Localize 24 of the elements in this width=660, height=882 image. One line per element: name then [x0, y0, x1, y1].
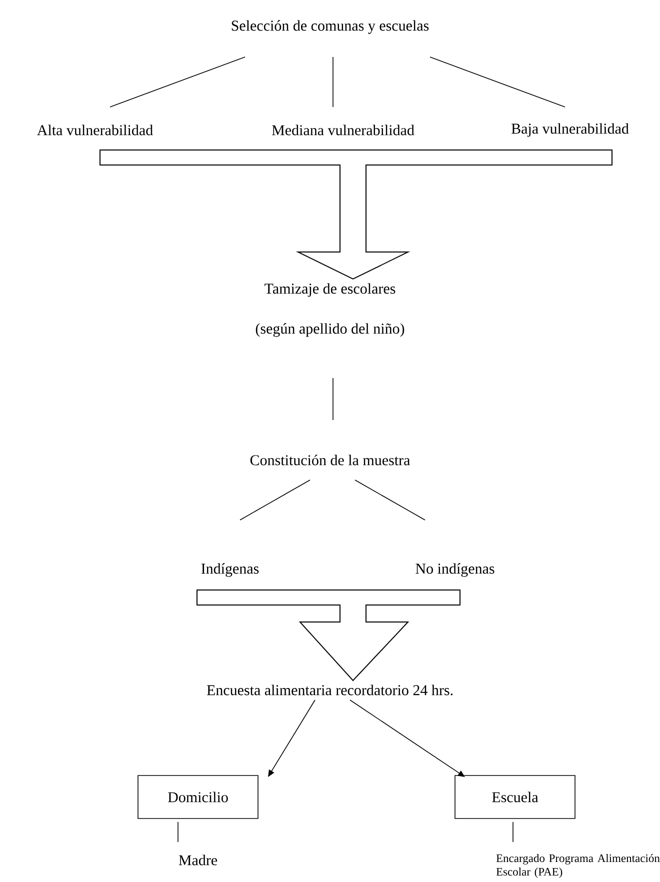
- arrow: [350, 700, 465, 777]
- process-box: Domicilio: [138, 775, 258, 819]
- node-label: Constitución de la muestra: [250, 454, 410, 466]
- node-label: Mediana vulnerabilidad: [272, 124, 414, 136]
- connector-line: [332, 378, 334, 420]
- connector-line: [240, 480, 310, 520]
- node-label: No indígenas: [416, 563, 494, 577]
- node-label: Selección de comunas y escuelas: [232, 20, 429, 34]
- block-arrow: [196, 590, 460, 682]
- node-label: Tamizaje de escolares (según apellido del niño): [256, 283, 404, 337]
- node-label: Alta vulnerabilidad: [37, 124, 153, 136]
- node-label: Indígenas: [201, 563, 259, 577]
- process-box: Escuela: [454, 775, 576, 819]
- node-label: Baja vulnerabilidad: [512, 123, 629, 137]
- connector-line: [110, 56, 246, 108]
- connector-line: [354, 480, 426, 520]
- connector-line: [332, 56, 334, 108]
- connector-line: [512, 822, 514, 842]
- node-label: Encargado Programa Alimentación Escolar (PAE): [496, 854, 660, 878]
- connector-line: [430, 56, 566, 108]
- block-arrow: [100, 150, 612, 280]
- node-label: Encuesta alimentaria recordatorio 24 hrs.: [206, 684, 453, 696]
- arrow: [268, 700, 316, 777]
- node-label: Madre: [178, 854, 218, 866]
